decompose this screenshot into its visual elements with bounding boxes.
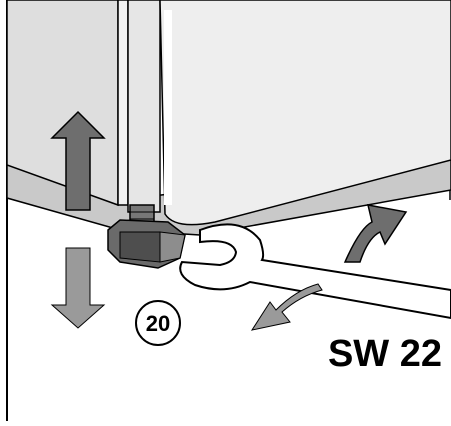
- adjustable-foot: [107, 204, 186, 269]
- lower-arrow-icon: [50, 247, 106, 329]
- wrench-size-label: SW 22: [328, 333, 442, 375]
- callout-badge: 20: [135, 300, 181, 346]
- door-edge: [117, 0, 161, 213]
- appliance-front-panel: [159, 0, 451, 226]
- raise-arrow-icon: [50, 110, 106, 211]
- wrench: [179, 223, 451, 320]
- callout-number: 20: [146, 311, 170, 336]
- rotate-down-arrow-icon: [250, 283, 323, 331]
- rotate-up-arrow-icon: [343, 204, 408, 263]
